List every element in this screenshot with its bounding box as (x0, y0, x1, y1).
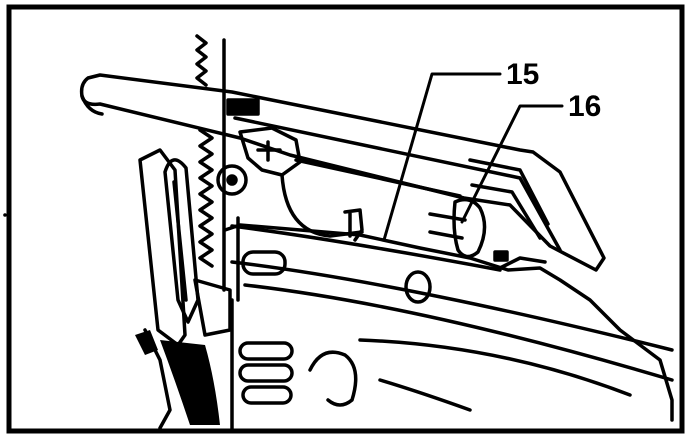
callout-15-leader (382, 72, 502, 242)
housing-top-ridge (230, 224, 502, 272)
cover-tab (226, 98, 260, 116)
vent-slot-2 (238, 363, 294, 383)
grip-shading (160, 340, 220, 425)
blade-roller-center (226, 174, 238, 186)
clamp-screw (256, 140, 282, 162)
switch-knob (308, 350, 358, 407)
blade-roller (216, 164, 248, 196)
callout-16-label: 16 (568, 90, 601, 123)
blade-clamp (238, 126, 302, 177)
lever-slot (428, 212, 467, 240)
callout-15-label: 15 (506, 58, 539, 91)
margin-dot (3, 213, 7, 217)
cover-side-window-2 (470, 183, 542, 240)
motor-cylinder (280, 173, 364, 238)
body-lower-line-2 (378, 378, 472, 412)
vent-slot-1 (238, 341, 294, 361)
cover-inner-edge (233, 116, 562, 252)
callout-16-leader (460, 104, 564, 224)
mid-housing-edge (498, 256, 547, 270)
front-base (138, 148, 187, 347)
front-oval-slot (241, 250, 287, 276)
vent-slot-3 (241, 385, 293, 405)
housing-lower-curve (230, 260, 674, 352)
grip-shading-2 (135, 330, 158, 355)
jigsaw-drawing (79, 34, 674, 432)
blade-guard-cover (79, 73, 606, 272)
blade-guide-loop (163, 158, 200, 324)
housing-hole (404, 270, 432, 304)
figure-frame (6, 4, 685, 434)
cover-front-lip (80, 94, 104, 116)
housing-divider (230, 216, 240, 432)
cover-side-window (468, 158, 550, 226)
motor-cylinder-top (294, 158, 462, 198)
housing-body (223, 223, 674, 422)
saw-blade-teeth (195, 34, 214, 268)
housing-bottom-curve (243, 283, 674, 382)
small-slot (493, 250, 509, 262)
body-lower-line-1 (358, 338, 632, 397)
